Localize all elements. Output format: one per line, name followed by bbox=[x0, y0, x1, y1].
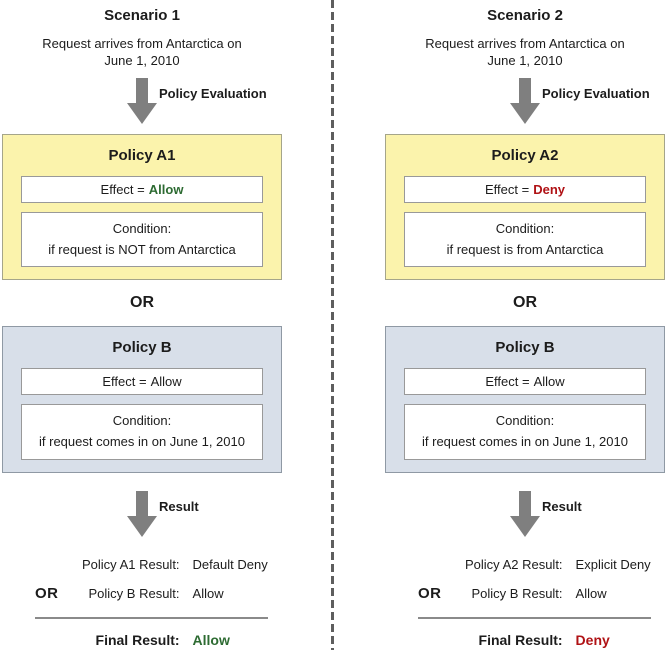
condition-line-2: if request comes in on June 1, 2010 bbox=[39, 434, 245, 450]
arrow-head bbox=[510, 102, 540, 124]
request-line-1: Request arrives from Antarctica on bbox=[425, 36, 625, 51]
results-or-label: OR bbox=[35, 584, 59, 602]
final-result-value: Deny bbox=[575, 631, 610, 648]
policy-evaluation-step: Policy Evaluation bbox=[385, 77, 665, 124]
policy-a-result-value: Explicit Deny bbox=[575, 556, 651, 572]
policy-b-result-label: Policy B Result: bbox=[471, 585, 563, 601]
scenario-title: Scenario 1 bbox=[104, 7, 180, 24]
effect-value: Deny bbox=[533, 181, 565, 197]
effect-prefix: Effect = bbox=[102, 374, 147, 390]
effect-prefix: Effect = bbox=[100, 181, 145, 197]
policy-a-result-label: Policy A1 Result: bbox=[82, 556, 180, 572]
final-result-label: Final Result: bbox=[95, 631, 180, 648]
policy-b-title: Policy B bbox=[112, 339, 172, 357]
arrow-stem bbox=[136, 490, 148, 516]
condition-line-2: if request comes in on June 1, 2010 bbox=[422, 434, 628, 450]
effect-box: Effect =Allow bbox=[21, 368, 263, 396]
down-arrow-icon bbox=[510, 490, 540, 537]
final-result-label: Final Result: bbox=[478, 631, 563, 648]
condition-line-2: if request is from Antarctica bbox=[446, 241, 604, 257]
request-line-2: June 1, 2010 bbox=[487, 52, 563, 68]
condition-line-1: Condition: bbox=[112, 220, 172, 236]
effect-value: Allow bbox=[148, 181, 184, 197]
down-arrow-icon bbox=[127, 490, 157, 537]
condition-box: Condition: if request comes in on June 1… bbox=[21, 404, 263, 460]
effect-box: Effect =Deny bbox=[404, 175, 646, 203]
condition-box: Condition: if request is NOT from Antarc… bbox=[21, 211, 263, 268]
sum-divider-line bbox=[418, 616, 651, 619]
request-line-2: June 1, 2010 bbox=[104, 52, 180, 68]
results-block: Policy A2 Result: Explicit Deny OR Polic… bbox=[418, 557, 651, 648]
request-text: Request arrives from Antarctica on June … bbox=[42, 36, 241, 70]
scenario-title: Scenario 2 bbox=[487, 7, 563, 24]
policy-evaluation-label: Policy Evaluation bbox=[159, 85, 267, 101]
policy-b-box: Policy B Effect =Allow Condition: if req… bbox=[385, 326, 665, 473]
policy-evaluation-label: Policy Evaluation bbox=[542, 85, 650, 101]
condition-line-1: Condition: bbox=[495, 220, 555, 236]
effect-value: Allow bbox=[533, 374, 565, 390]
result-label: Result bbox=[159, 498, 199, 514]
policy-b-result-label: Policy B Result: bbox=[88, 585, 180, 601]
effect-box: Effect =Allow bbox=[404, 368, 646, 396]
scenario-divider-dashed-line bbox=[331, 0, 334, 650]
sum-divider-line bbox=[35, 616, 268, 619]
scenario-1: Scenario 1 Request arrives from Antarcti… bbox=[2, 0, 282, 648]
policy-a-result-value: Default Deny bbox=[192, 556, 268, 572]
policy-b-result-value: Allow bbox=[192, 585, 224, 601]
down-arrow-icon bbox=[127, 77, 157, 124]
effect-box: Effect =Allow bbox=[21, 175, 263, 203]
policy-a-box: Policy A1 Effect =Allow Condition: if re… bbox=[2, 133, 282, 281]
arrow-stem bbox=[519, 77, 531, 103]
condition-line-1: Condition: bbox=[495, 413, 555, 429]
arrow-head bbox=[127, 515, 157, 537]
arrow-stem bbox=[136, 77, 148, 103]
policy-b-title: Policy B bbox=[495, 339, 555, 357]
arrow-stem bbox=[519, 490, 531, 516]
arrow-head bbox=[510, 515, 540, 537]
scenario-2: Scenario 2 Request arrives from Antarcti… bbox=[385, 0, 665, 648]
condition-line-1: Condition: bbox=[112, 413, 172, 429]
scenario-2-column: Scenario 2 Request arrives from Antarcti… bbox=[334, 0, 665, 650]
result-label: Result bbox=[542, 498, 582, 514]
policy-a-result-label: Policy A2 Result: bbox=[465, 556, 563, 572]
policy-b-box: Policy B Effect =Allow Condition: if req… bbox=[2, 326, 282, 473]
result-step: Result bbox=[2, 490, 282, 537]
final-result-value: Allow bbox=[192, 631, 230, 648]
effect-prefix: Effect = bbox=[485, 374, 530, 390]
request-text: Request arrives from Antarctica on June … bbox=[425, 36, 624, 70]
results-or-label: OR bbox=[418, 584, 442, 602]
or-label: OR bbox=[513, 294, 537, 312]
condition-line-2: if request is NOT from Antarctica bbox=[48, 241, 236, 257]
effect-value: Allow bbox=[150, 374, 182, 390]
request-line-1: Request arrives from Antarctica on bbox=[42, 36, 242, 51]
arrow-head bbox=[127, 102, 157, 124]
policy-a-title: Policy A2 bbox=[491, 146, 559, 164]
condition-box: Condition: if request comes in on June 1… bbox=[404, 404, 646, 460]
effect-prefix: Effect = bbox=[484, 181, 530, 197]
or-label: OR bbox=[130, 294, 154, 312]
policy-evaluation-step: Policy Evaluation bbox=[2, 77, 282, 124]
down-arrow-icon bbox=[510, 77, 540, 124]
scenario-1-column: Scenario 1 Request arrives from Antarcti… bbox=[0, 0, 331, 650]
results-block: Policy A1 Result: Default Deny OR Policy… bbox=[35, 557, 268, 648]
result-step: Result bbox=[385, 490, 665, 537]
policy-b-result-value: Allow bbox=[575, 585, 607, 601]
condition-box: Condition: if request is from Antarctica bbox=[404, 211, 646, 268]
policy-a-title: Policy A1 bbox=[108, 146, 176, 164]
policy-a-box: Policy A2 Effect =Deny Condition: if req… bbox=[385, 133, 665, 281]
